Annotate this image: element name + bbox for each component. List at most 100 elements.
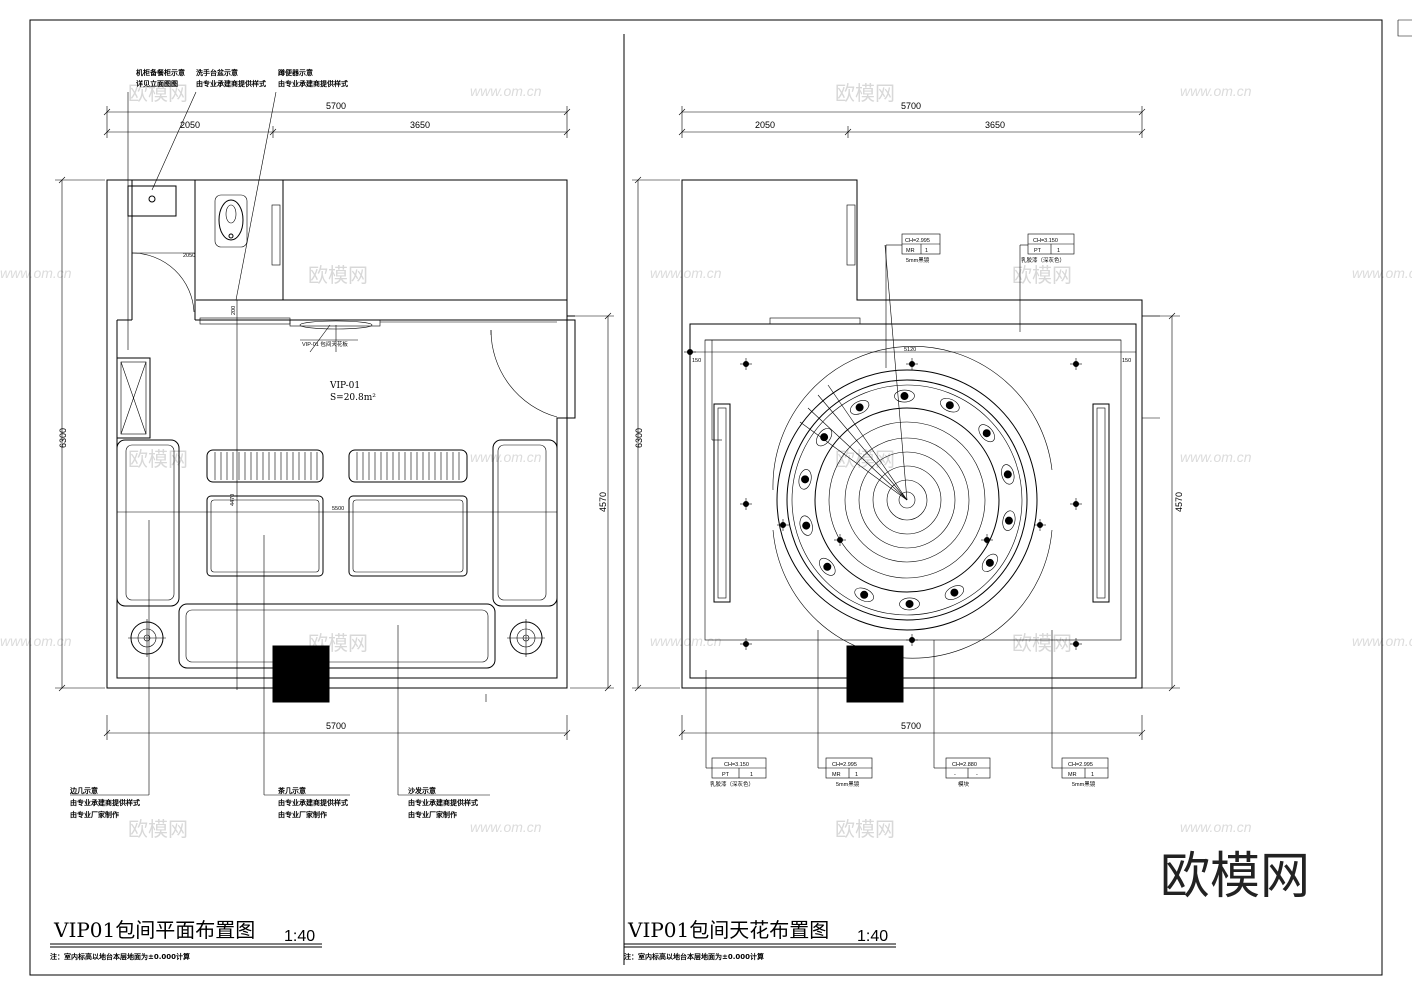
svg-text:CH=3.150: CH=3.150 (724, 762, 749, 768)
dim-bottom: 5700 (103, 715, 571, 740)
dim-bottom-right: 5700 (678, 715, 1146, 740)
watermark: 欧模网 (1012, 263, 1072, 287)
svg-text:-: - (976, 772, 978, 778)
dome-light (900, 392, 909, 401)
walls (106, 179, 576, 702)
dome-light-housing (819, 557, 836, 576)
dome-light (982, 429, 991, 438)
sheet-note-floor-plan: 注：室内标高以地台本层地面为±0.000计算 (50, 952, 190, 961)
dim-inner-200: 200 (231, 306, 237, 315)
watermark: 欧模网 (128, 817, 188, 841)
dome-light (945, 401, 954, 410)
dome-light (801, 475, 810, 484)
watermark-layer: 欧模网 www.om.cn 欧模网 www.om.cn www.om.cn 欧模… (0, 81, 1412, 841)
callout-basin-l1: 洗手台盆示意 (196, 68, 238, 77)
dim-overall-bottom: 5700 (326, 721, 346, 731)
svg-text:CH=2.995: CH=2.995 (832, 762, 857, 768)
dim-inner-150: 150 (692, 358, 701, 364)
dim-inner-150: 150 (1122, 358, 1131, 364)
dome-light-housing (799, 515, 813, 536)
dome-light (1004, 516, 1013, 525)
svg-text:5mm黑镜: 5mm黑镜 (836, 780, 860, 788)
tv-block (846, 645, 904, 703)
sofa-set (116, 439, 558, 669)
sheet-note-ceiling-plan: 注：室内标高以地台本层地面为±0.000计算 (624, 952, 764, 961)
svg-text:5mm黑镜: 5mm黑镜 (1072, 780, 1096, 788)
callout-coffeetable-l2: 由专业承建商提供样式 (278, 798, 348, 807)
corner-mark (1397, 19, 1412, 37)
watermark: 欧模网 (128, 447, 188, 471)
brand-logo: 欧模网 (1160, 847, 1310, 905)
downlights (684, 346, 1082, 650)
svg-text:1: 1 (1091, 772, 1094, 778)
watermark: 欧模网 (308, 263, 368, 287)
dim-height-right: 4570 (1174, 492, 1184, 512)
dim-left-right: 6300 (632, 176, 680, 692)
dome-light (820, 433, 829, 442)
dim-left: 6300 (55, 176, 105, 692)
callout-sidetable-l1: 边几示意 (69, 786, 98, 795)
page-title-floor-plan: VIP01包间平面布置图 (53, 918, 255, 942)
ceiling-tag-bottom-4: CH=2.995 MR 1 5mm黑镜 (1051, 630, 1109, 788)
vertical-note: VIP-01 包间天花板 (302, 340, 348, 348)
dome-light (950, 588, 959, 597)
svg-text:乳胶漆（深灰色）: 乳胶漆（深灰色） (710, 780, 754, 788)
dim-height-left: 6300 (634, 428, 644, 448)
dome-light (1003, 470, 1012, 479)
svg-text:CH=2.880: CH=2.880 (952, 762, 977, 768)
dim-inner-2050: 2050 (183, 253, 195, 259)
svg-text:1: 1 (1057, 248, 1060, 254)
squat-toilet (214, 194, 248, 248)
svg-text:模块: 模块 (958, 780, 970, 788)
svg-text:MR: MR (1068, 772, 1077, 778)
watermark: 欧模网 (128, 81, 188, 105)
svg-text:MR: MR (906, 248, 915, 254)
dim-overall-top: 5700 (901, 101, 921, 111)
washbasin (127, 185, 177, 217)
dome-light (985, 558, 994, 567)
dim-overall-bottom: 5700 (901, 721, 921, 731)
leaders-bottom (70, 520, 490, 796)
dome-light-housing (854, 587, 874, 602)
svg-text:CH=3.150: CH=3.150 (1033, 238, 1058, 244)
callout-sidetable-l2: 由专业承建商提供样式 (70, 798, 140, 807)
watermark-url: www.om.cn (0, 633, 72, 649)
ceiling-plan: 5700 2050 3650 5700 6300 (624, 101, 1184, 961)
sheet-border (29, 19, 1383, 976)
watermark-url: www.om.cn (470, 83, 542, 99)
side-cabinet (116, 357, 151, 439)
callout-cabinet-l2: 详见立面图图 (136, 79, 178, 88)
dome-lights (798, 389, 1016, 611)
watermark-url: www.om.cn (470, 449, 542, 465)
callout-toilet-l1: 蹲便器示意 (278, 68, 313, 77)
callout-coffeetable-l3: 由专业厂家制作 (278, 810, 327, 819)
watermark-url: www.om.cn (0, 265, 72, 281)
page-title-ceiling-plan: VIP01包间天花布置图 (627, 918, 829, 942)
watermark: 欧模网 (835, 817, 895, 841)
svg-text:-: - (954, 772, 956, 778)
light-strips (713, 403, 1110, 603)
dim-inner-4470: 4470 (230, 494, 236, 506)
svg-text:1: 1 (855, 772, 858, 778)
svg-text:1: 1 (925, 248, 928, 254)
watermark-url: www.om.cn (470, 819, 542, 835)
callout-toilet-l2: 由专业承建商提供样式 (278, 79, 348, 88)
dome-light-housing (981, 553, 998, 572)
ceiling-walls (681, 179, 1160, 689)
callout-coffeetable-l1: 茶几示意 (277, 786, 306, 795)
dim-height-left: 6300 (58, 428, 68, 448)
watermark-url: www.om.cn (1180, 449, 1252, 465)
svg-text:5mm黑镜: 5mm黑镜 (906, 256, 930, 264)
dim-overall-top: 5700 (326, 101, 346, 111)
scale-ceiling-plan: 1:40 (857, 928, 888, 945)
watermark: 欧模网 (835, 447, 895, 471)
dome-light-housing (798, 469, 812, 490)
dome-light-housing (894, 389, 915, 403)
dome-light-housing (1002, 510, 1016, 531)
cushion-stripes (214, 452, 460, 480)
ceiling-tag-bottom-2: CH=2.995 MR 1 5mm黑镜 (817, 630, 873, 788)
dim-right-right: 4570 (1142, 312, 1184, 692)
watermark-url: www.om.cn (1180, 819, 1252, 835)
floor-plan: 5700 2050 3650 5700 6300 (50, 68, 614, 961)
